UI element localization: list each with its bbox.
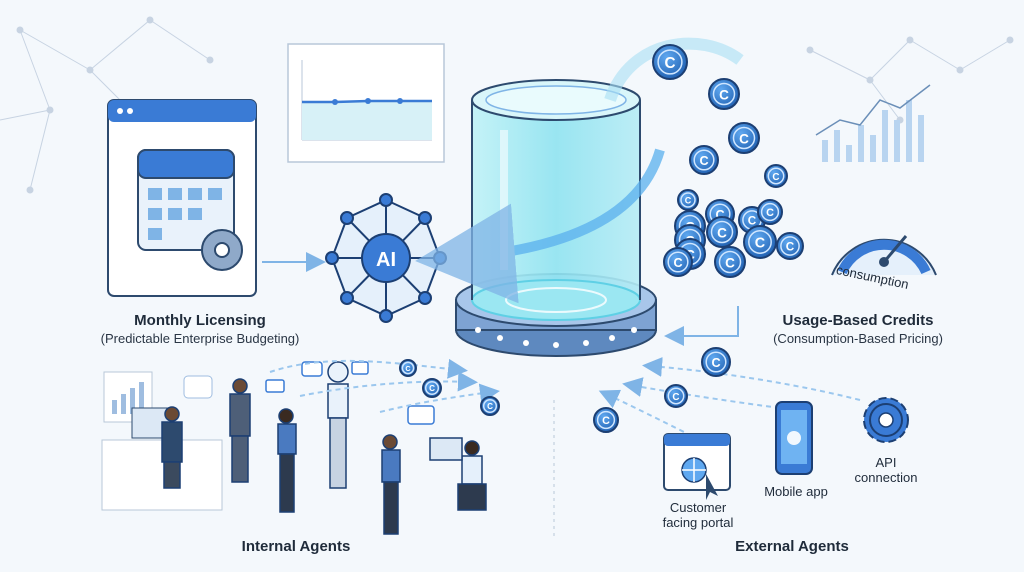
credit-flow-arrow: [415, 148, 665, 304]
portal-label: Customer facing portal: [663, 500, 734, 530]
monthly-licensing-subtitle: (Predictable Enterprise Budgeting): [100, 331, 300, 346]
consumption-gauge-icon: [831, 235, 937, 276]
pile-coin: C: [714, 246, 746, 278]
svg-text:C: C: [672, 392, 679, 403]
internal-agents-title: Internal Agents: [241, 538, 351, 555]
ai-core-label: AI: [376, 249, 396, 271]
falling-coin: C: [764, 164, 788, 188]
customer-portal-icon: [663, 433, 731, 500]
mobile-phone-icon: [775, 401, 813, 475]
svg-text:C: C: [772, 172, 779, 183]
ai-network-icon: [325, 193, 447, 323]
svg-text:C: C: [755, 236, 765, 252]
svg-text:C: C: [715, 208, 724, 222]
svg-text:C: C: [673, 256, 682, 270]
svg-text:C: C: [717, 225, 727, 240]
credit-pool-cylinder: [455, 79, 657, 357]
budget-chart-card: [287, 43, 445, 163]
svg-text:C: C: [711, 356, 720, 370]
falling-coin: C: [652, 44, 688, 80]
svg-text:C: C: [725, 255, 735, 270]
calendar-window-icon: [107, 99, 257, 297]
portal-label-line1: Customer: [669, 500, 727, 515]
incoming-coin: C: [701, 347, 731, 377]
svg-text:C: C: [602, 415, 610, 427]
falling-coin: C: [689, 145, 719, 175]
falling-coins: C C C C C C: [652, 44, 788, 211]
api-connection-label: API connection: [855, 455, 918, 485]
incoming-coin: C: [480, 396, 500, 416]
internal-agents-illustration: [101, 361, 487, 535]
svg-text:C: C: [766, 207, 774, 219]
svg-text:C: C: [786, 241, 795, 254]
pile-coin: C: [743, 225, 777, 259]
svg-text:C: C: [719, 87, 729, 102]
usage-credits-title: Usage-Based Credits: [782, 312, 934, 329]
usage-bar-chart: [815, 84, 931, 162]
svg-text:C: C: [739, 131, 749, 146]
incoming-coin: C: [422, 378, 442, 398]
falling-coin: C: [708, 78, 740, 110]
incoming-coin: C: [399, 359, 417, 377]
api-label-line2: connection: [854, 470, 918, 485]
pile-coin: C: [776, 232, 804, 260]
mobile-app-label: Mobile app: [764, 484, 828, 499]
network-decoration-right: [806, 36, 1014, 124]
svg-text:C: C: [748, 215, 757, 228]
pile-coin: C: [757, 199, 783, 225]
external-agents-title: External Agents: [735, 538, 849, 555]
pile-coin: C: [706, 216, 738, 248]
incoming-coin: C: [593, 407, 619, 433]
svg-text:C: C: [685, 196, 692, 206]
svg-text:C: C: [699, 154, 708, 168]
monthly-licensing-title: Monthly Licensing: [134, 312, 266, 329]
usage-arrow: [664, 306, 739, 346]
portal-label-line2: facing portal: [662, 515, 734, 530]
falling-coin: C: [677, 189, 699, 211]
incoming-coin: C: [664, 384, 688, 408]
internal-flow-lines: [269, 358, 500, 413]
falling-coin: C: [728, 122, 760, 154]
svg-text:C: C: [664, 55, 675, 72]
api-gear-icon: [863, 397, 909, 443]
svg-text:C: C: [429, 384, 435, 393]
api-label-line1: API: [875, 455, 897, 470]
pile-coin: C: [663, 247, 693, 277]
external-flow-lines: [598, 356, 861, 441]
svg-text:C: C: [405, 364, 410, 373]
usage-credits-subtitle: (Consumption-Based Pricing): [773, 331, 943, 346]
svg-text:C: C: [487, 402, 493, 411]
incoming-coins: C C C C C C: [399, 347, 731, 433]
